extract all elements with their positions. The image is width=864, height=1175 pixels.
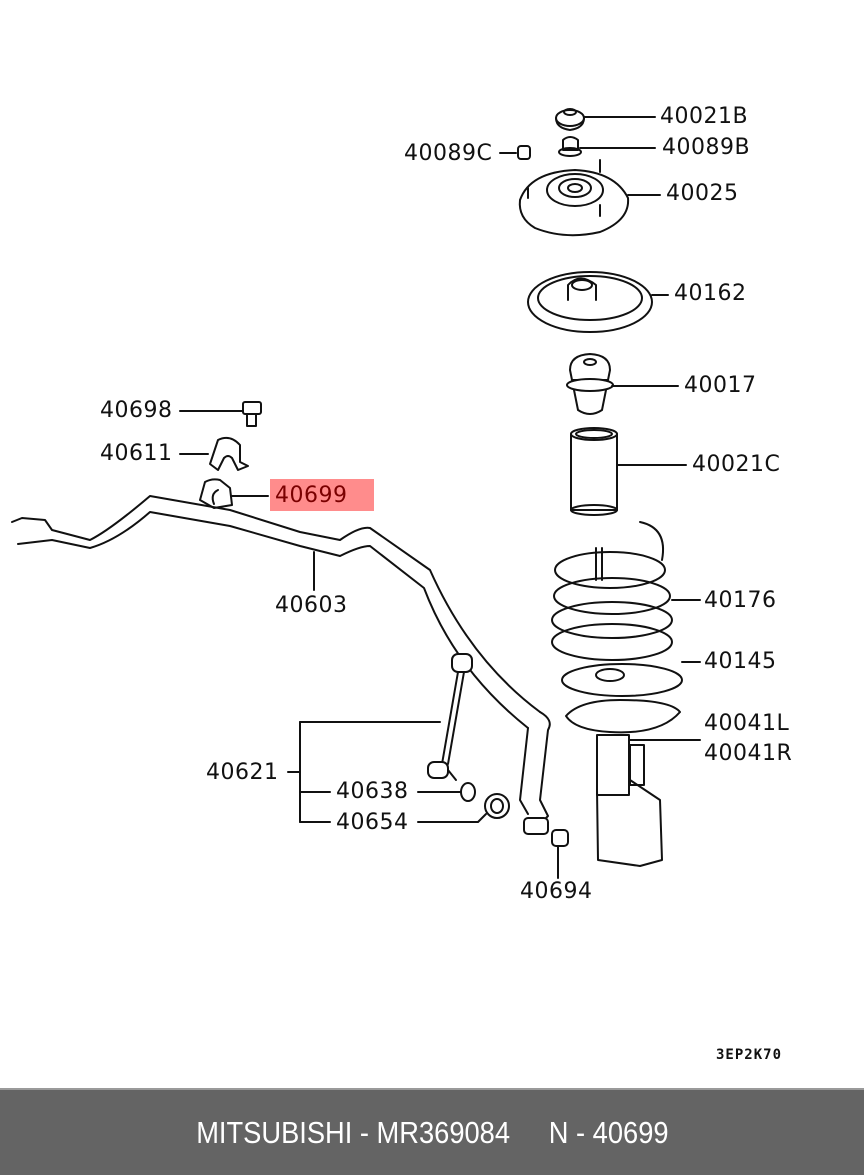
callout-40621[interactable]: 40621 — [206, 760, 279, 785]
callout-40017[interactable]: 40017 — [684, 373, 757, 398]
part-40017-drawing — [566, 353, 679, 415]
callout-40021C[interactable]: 40021C — [692, 452, 781, 477]
diagram-drawing — [11, 108, 701, 879]
part-40021C-drawing — [570, 427, 687, 516]
highlight-box — [270, 479, 374, 511]
callout-40699[interactable]: 40699 — [275, 483, 348, 508]
callout-40021B[interactable]: 40021B — [660, 104, 749, 129]
parts-diagram: 40021B 40089B 40089C 40025 40162 40017 4… — [11, 104, 793, 1063]
callout-40089B[interactable]: 40089B — [662, 135, 751, 160]
part-40041-drawing — [565, 699, 701, 867]
part-40021B-drawing — [555, 108, 656, 131]
part-40162-drawing — [527, 271, 669, 333]
part-40089B-drawing — [558, 136, 656, 157]
part-40089C-drawing — [499, 145, 531, 160]
part-40176-drawing — [551, 521, 701, 661]
part-40611-drawing — [179, 436, 249, 471]
callout-40041L[interactable]: 40041L — [704, 711, 790, 736]
callout-40654[interactable]: 40654 — [336, 810, 409, 835]
callout-40145[interactable]: 40145 — [704, 649, 777, 674]
callout-40611[interactable]: 40611 — [100, 441, 173, 466]
part-40025-drawing — [518, 159, 661, 237]
footer-bar: MITSUBISHI - MR369084 N - 40699 — [0, 1088, 864, 1175]
footer-text: MITSUBISHI - MR369084 N - 40699 — [196, 1115, 668, 1151]
part-40699-drawing — [199, 478, 269, 509]
part-40621-drawing — [287, 653, 473, 823]
callout-40041R[interactable]: 40041R — [704, 741, 793, 766]
callout-40603[interactable]: 40603 — [275, 593, 348, 618]
drawing-code: 3EP2K70 — [716, 1047, 783, 1063]
callout-40089C[interactable]: 40089C — [404, 141, 493, 166]
callout-40162[interactable]: 40162 — [674, 281, 747, 306]
part-40145-drawing — [561, 661, 701, 697]
callout-40698[interactable]: 40698 — [100, 398, 173, 423]
callout-40694[interactable]: 40694 — [520, 879, 593, 904]
callout-40176[interactable]: 40176 — [704, 588, 777, 613]
part-40638-drawing — [417, 782, 476, 802]
position-number: N - 40699 — [548, 1114, 669, 1150]
part-40698-drawing — [179, 401, 262, 427]
callout-40025[interactable]: 40025 — [666, 181, 739, 206]
part-40654-drawing — [417, 793, 510, 823]
part-40603-drawing — [11, 495, 551, 835]
brand-part-number: MITSUBISHI - MR369084 — [195, 1114, 510, 1150]
part-40694-drawing — [551, 829, 569, 879]
callout-40638[interactable]: 40638 — [336, 779, 409, 804]
